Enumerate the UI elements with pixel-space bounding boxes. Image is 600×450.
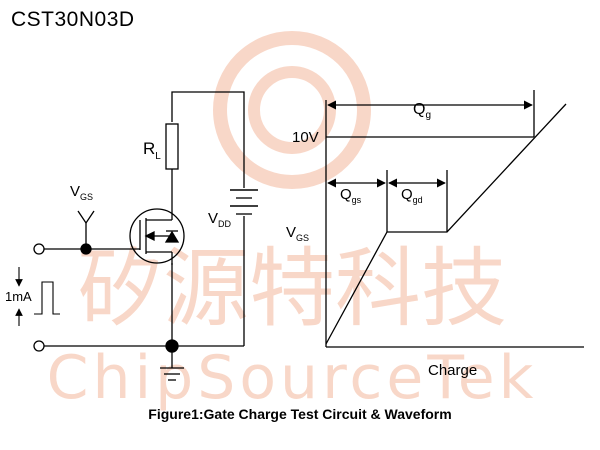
current-pulse (15, 267, 60, 326)
x-axis-label: Charge (428, 362, 477, 379)
vgs-probe (77, 210, 95, 225)
part-number: CST30N03D (11, 8, 135, 31)
test-circuit (15, 91, 258, 381)
vgs-curve (325, 103, 567, 345)
mosfet-symbol (129, 208, 185, 265)
gate-charge-waveform (325, 90, 584, 348)
watermark: 矽源特科技 ChipSourceTek (47, 31, 538, 413)
vdd-battery (230, 189, 258, 215)
ground-terminal (33, 340, 45, 352)
watermark-logo (213, 31, 371, 189)
vdd-label: VDD (208, 210, 232, 229)
current-label: 1mA (5, 289, 32, 304)
ten-volt-label: 10V (292, 129, 319, 146)
y-axis-label: VGS (286, 224, 309, 243)
rl-label: RL (143, 139, 161, 162)
gate-terminal (33, 243, 45, 255)
ground-icon (160, 346, 184, 381)
qg-label: Qg (413, 101, 431, 121)
qgd-label: Qgd (401, 186, 423, 205)
supply-top-wire (171, 91, 245, 188)
figure-caption: Figure1:Gate Charge Test Circuit & Wavef… (148, 406, 452, 422)
qgs-label: Qgs (340, 186, 362, 205)
load-resistor (165, 123, 179, 170)
vgs-probe-label: VGS (70, 183, 93, 202)
watermark-en: ChipSourceTek (47, 343, 538, 413)
watermark-cn: 矽源特科技 (77, 239, 507, 339)
